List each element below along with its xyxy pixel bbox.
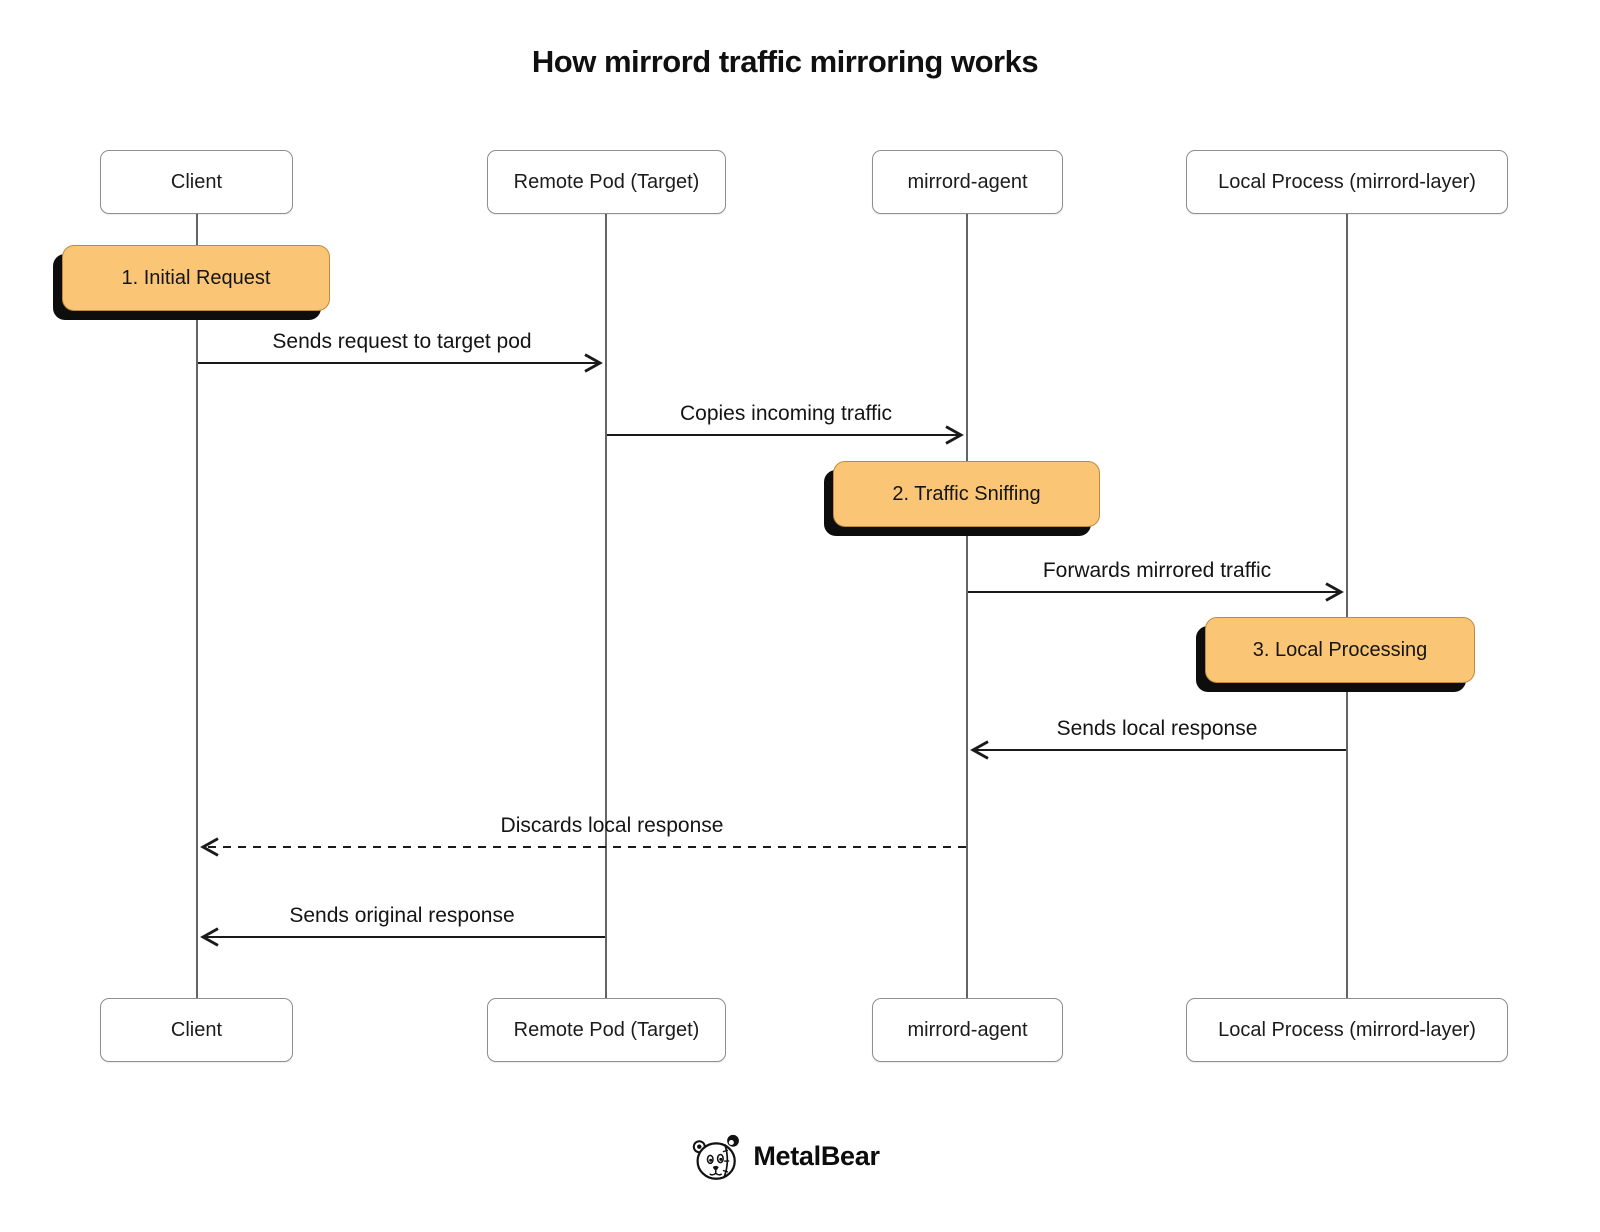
actor-label: Client [170,1018,223,1041]
actor-label: Remote Pod (Target) [513,1018,700,1041]
actor-mirrord-agent-top: mirrord-agent [872,150,1063,214]
actor-remote-pod-bottom: Remote Pod (Target) [487,998,726,1062]
actor-label: Local Process (mirrord-layer) [1218,1018,1476,1041]
actor-client-top: Client [100,150,293,214]
note-label: 2. Traffic Sniffing [892,482,1041,505]
message-label-sends-original: Sends original response [289,904,515,927]
page-title: How mirrord traffic mirroring works [531,44,1039,79]
note-initial-request: 1. Initial Request [62,245,330,311]
actor-label: mirrord-agent [907,1018,1028,1041]
actor-mirrord-agent-bottom: mirrord-agent [872,998,1063,1062]
message-label-copies-traffic: Copies incoming traffic [679,402,893,425]
note-label: 3. Local Processing [1252,638,1428,661]
actor-local-process-bottom: Local Process (mirrord-layer) [1186,998,1508,1062]
metalbear-logo-icon [693,1134,740,1180]
message-label-sends-local-resp: Sends local response [1056,717,1258,740]
actor-client-bottom: Client [100,998,293,1062]
message-label-forwards-traffic: Forwards mirrored traffic [1042,559,1272,582]
note-label: 1. Initial Request [121,266,271,289]
actor-label: Remote Pod (Target) [513,170,700,193]
metalbear-brand-text: MetalBear [753,1140,880,1171]
note-traffic-sniffing: 2. Traffic Sniffing [833,461,1100,527]
actor-label: Client [170,170,223,193]
message-label-discards-resp: Discards local response [500,814,724,837]
actor-local-process-top: Local Process (mirrord-layer) [1186,150,1508,214]
actor-label: Local Process (mirrord-layer) [1218,170,1476,193]
actor-remote-pod-top: Remote Pod (Target) [487,150,726,214]
footer-brand: MetalBear [0,1124,1570,1188]
message-label-sends-request: Sends request to target pod [272,330,532,353]
actor-label: mirrord-agent [907,170,1028,193]
note-local-processing: 3. Local Processing [1205,617,1475,683]
